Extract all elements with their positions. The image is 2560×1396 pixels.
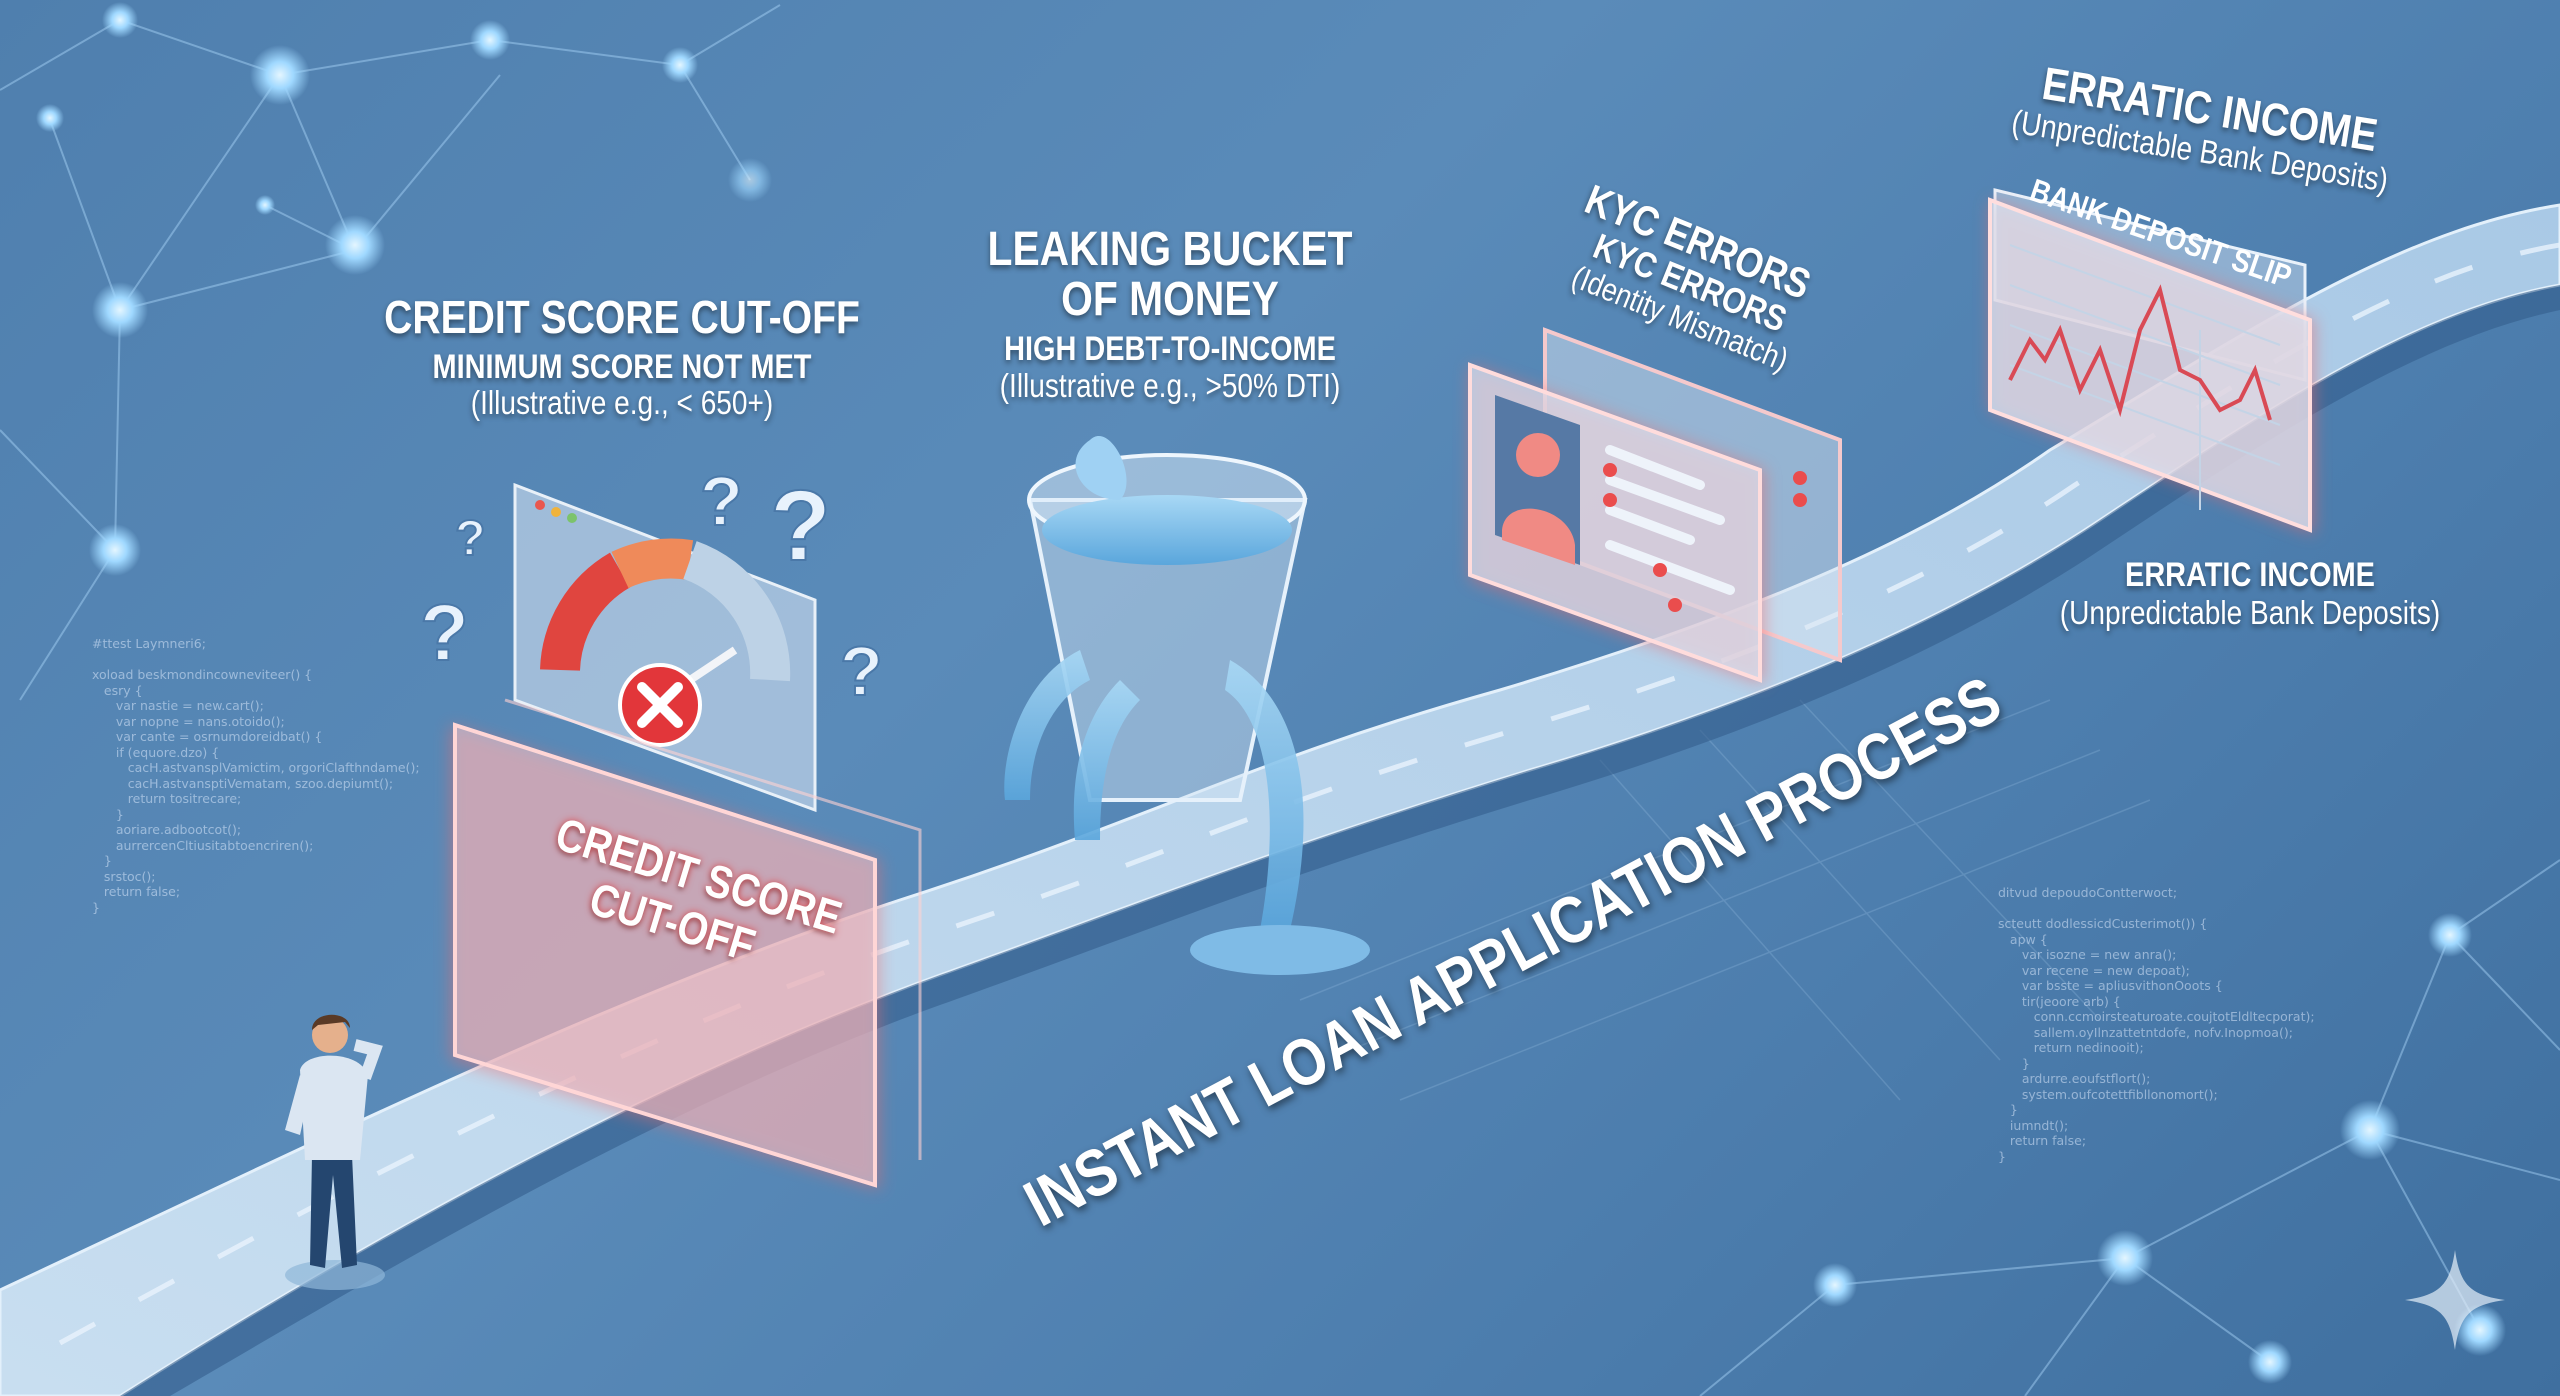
svg-text:?: ? bbox=[700, 462, 743, 540]
bucket-subtitle: HIGH DEBT-TO-INCOME bbox=[1004, 330, 1336, 368]
erratic-income-bottom-title: ERRATIC INCOME bbox=[2125, 556, 2375, 594]
credit-score-subtitle: MINIMUM SCORE NOT MET bbox=[432, 348, 812, 386]
credit-score-cutoff-panel bbox=[450, 698, 922, 1190]
bank-deposit-slip bbox=[1988, 188, 2315, 535]
gauge-icon bbox=[540, 538, 791, 682]
decorative-code-left: #ttest Laymneri6; xoload beskmondincowne… bbox=[92, 636, 420, 915]
bucket-note: (Illustrative e.g., >50% DTI) bbox=[999, 367, 1341, 404]
reject-x-icon bbox=[618, 663, 702, 747]
erratic-deposit-line bbox=[2008, 284, 2272, 421]
erratic-income-bottom-note: (Unpredictable Bank Deposits) bbox=[2059, 594, 2441, 631]
bucket-title-line2: OF MONEY bbox=[1061, 273, 1279, 326]
svg-text:?: ? bbox=[455, 510, 486, 566]
svg-text:?: ? bbox=[840, 632, 883, 710]
person-figure bbox=[285, 1014, 385, 1290]
svg-text:?: ? bbox=[420, 588, 469, 677]
network-bottom-right bbox=[1699, 859, 2560, 1396]
bucket-title-line1: LEAKING BUCKET bbox=[987, 223, 1353, 276]
network-node-icon bbox=[36, 2, 772, 576]
id-card-icon bbox=[1468, 327, 1842, 685]
leaking-bucket-icon bbox=[1004, 435, 1370, 975]
question-mark-icon: ????? bbox=[419, 461, 884, 711]
grid-floor bbox=[1299, 699, 2151, 1101]
svg-text:?: ? bbox=[770, 470, 831, 582]
gauge-panel bbox=[513, 482, 817, 813]
credit-score-note: (Illustrative e.g., < 650+) bbox=[470, 384, 774, 421]
decorative-code-right: ditvud depoudoContterwoct; scteutt dodle… bbox=[1998, 885, 2315, 1164]
sparkle-icon bbox=[2405, 1250, 2505, 1350]
credit-score-title: CREDIT SCORE CUT-OFF bbox=[384, 291, 860, 343]
